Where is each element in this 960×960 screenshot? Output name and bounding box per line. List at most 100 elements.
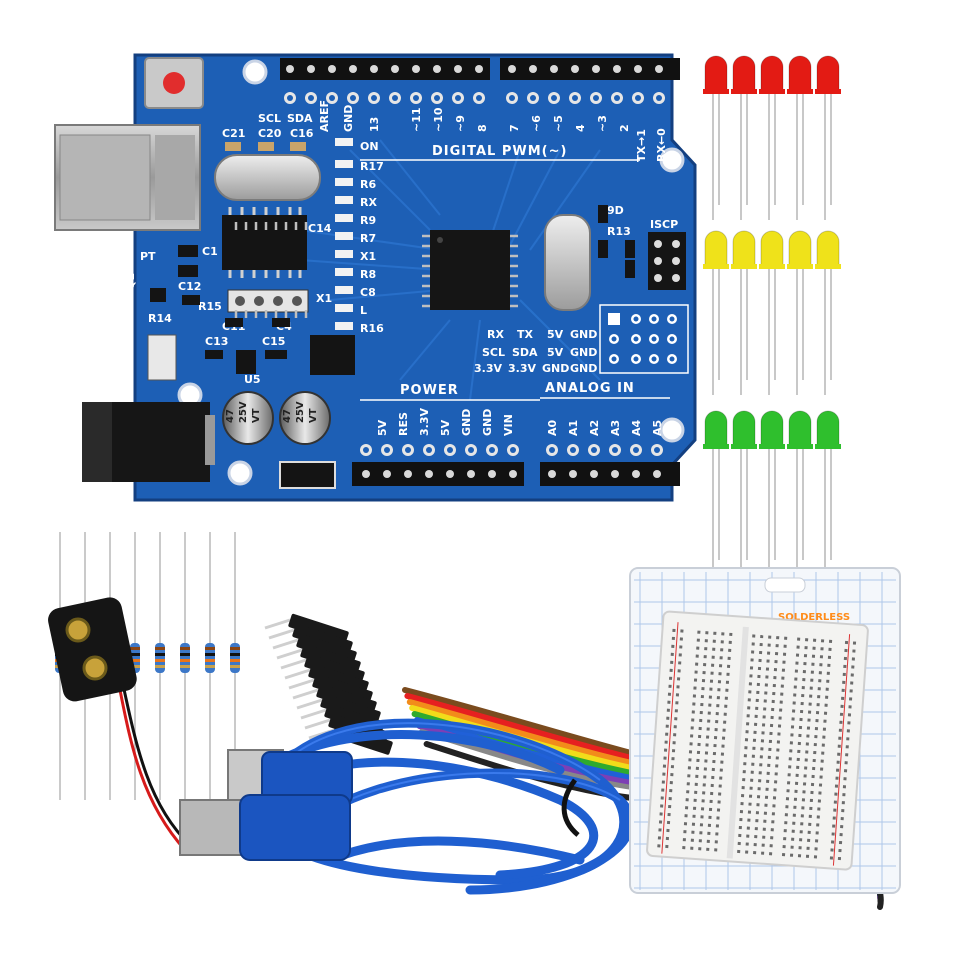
pin-label: SDA (287, 112, 313, 125)
svg-text:ISCP: ISCP (650, 218, 678, 231)
svg-text:A2: A2 (588, 420, 601, 436)
usb-serial-chip (222, 207, 307, 278)
led (759, 410, 785, 575)
breadboard-brand: SOLDERLESS (778, 612, 850, 623)
svg-text:R14: R14 (148, 312, 172, 325)
svg-text:R6: R6 (360, 178, 376, 191)
4-pin-header (227, 289, 309, 313)
pin-label: TX→1 (635, 129, 648, 162)
pin-label: 7 (508, 124, 521, 132)
svg-text:5V: 5V (376, 419, 389, 436)
led (787, 230, 813, 395)
resistor (205, 532, 215, 800)
power-pin-labels: 5V RES 3.3V 5V GND GND VIN (376, 408, 515, 436)
icsp-header: R13 9D ISCP (598, 204, 686, 290)
crystal-oscillator (214, 154, 591, 311)
svg-text:25V: 25V (238, 401, 249, 423)
svg-text:R13: R13 (607, 225, 631, 238)
svg-text:GND: GND (460, 409, 473, 436)
battery-snap (48, 597, 192, 852)
pin-label: RX←0 (655, 128, 668, 162)
pin-label: 13 (368, 117, 381, 132)
svg-text:GND: GND (570, 328, 597, 341)
svg-text:GND: GND (481, 409, 494, 436)
svg-text:SDA: SDA (512, 346, 538, 359)
pin-label: ~11 (410, 107, 423, 132)
svg-text:VT: VT (251, 408, 262, 423)
led (815, 230, 841, 395)
svg-text:TX: TX (517, 328, 534, 341)
digital-pwm-label: DIGITAL PWM(~) (432, 144, 567, 159)
resistor (180, 532, 190, 800)
svg-text:5V: 5V (547, 328, 564, 341)
svg-text:X1: X1 (316, 292, 332, 305)
svg-text:R8: R8 (360, 268, 376, 281)
led (703, 410, 729, 575)
svg-text:3.3V: 3.3V (474, 362, 502, 375)
svg-text:ON: ON (360, 140, 379, 153)
pin-label: 4 (574, 124, 587, 132)
breadboard: SOLDERLESS (629, 567, 901, 894)
led-set (703, 55, 841, 575)
led (815, 410, 841, 575)
svg-text:A5: A5 (651, 420, 664, 436)
pin-label: GND (342, 105, 355, 132)
svg-text:GND: GND (542, 362, 569, 375)
led (731, 55, 757, 220)
svg-text:C1: C1 (202, 245, 218, 258)
svg-text:C13: C13 (205, 335, 228, 348)
svg-text:R16: R16 (360, 322, 384, 335)
svg-text:3.3V: 3.3V (508, 362, 536, 375)
pin-label: 2 (618, 124, 631, 132)
led (787, 55, 813, 220)
svg-text:X1: X1 (360, 250, 376, 263)
top-header-left (280, 58, 490, 80)
svg-text:3.3V: 3.3V (418, 408, 431, 436)
svg-text:GND: GND (570, 362, 597, 375)
svg-text:R9: R9 (360, 214, 376, 227)
svg-text:VT: VT (308, 408, 319, 423)
svg-text:A0: A0 (546, 419, 559, 436)
svg-text:R7: R7 (360, 232, 376, 245)
pin-label: ~10 (432, 107, 445, 132)
status-led-column: ON R17 R6 RX R9 R7 X1 R8 C8 L R16 (335, 138, 384, 335)
pin-label: ~3 (596, 115, 609, 132)
pin-label: AREF (318, 100, 331, 132)
svg-text:U5: U5 (244, 373, 261, 386)
svg-text:RX: RX (360, 196, 377, 209)
top-pin-labels: SCL SDA AREF GND 13 ~11 ~10 ~9 8 7 ~6 ~5… (258, 100, 668, 162)
led (759, 230, 785, 395)
pin-label: SCL (258, 112, 281, 125)
svg-text:C21: C21 (222, 127, 245, 140)
i2c-labels: RX TX 5V GND SCL SDA 5V GND 3.3V 3.3V GN… (474, 328, 597, 375)
reset-button (144, 57, 204, 109)
led (787, 410, 813, 575)
svg-text:C12: C12 (178, 280, 201, 293)
svg-text:RX: RX (487, 328, 504, 341)
svg-text:GND: GND (570, 346, 597, 359)
pin-label: ~6 (530, 115, 543, 132)
svg-text:L: L (360, 304, 367, 317)
svg-text:RES: RES (397, 412, 410, 436)
svg-text:C16: C16 (290, 127, 314, 140)
svg-text:47: 47 (225, 409, 236, 423)
usb-b-connector (54, 124, 201, 231)
svg-text:A3: A3 (609, 420, 622, 436)
svg-text:C20: C20 (258, 127, 282, 140)
svg-text:25V: 25V (295, 401, 306, 423)
svg-text:A1: A1 (567, 420, 580, 436)
svg-text:PT: PT (140, 250, 156, 263)
svg-text:5V: 5V (439, 419, 452, 436)
power-label: POWER (400, 383, 459, 398)
analog-in-label: ANALOG IN (545, 381, 635, 396)
svg-text:A4: A4 (630, 419, 643, 436)
electrolytic-capacitor: 47 25V VT (279, 391, 331, 445)
pin-label: 8 (476, 124, 489, 132)
svg-text:C8: C8 (360, 286, 376, 299)
usb-cable (179, 718, 635, 895)
led (731, 230, 757, 395)
power-header (352, 462, 524, 486)
electrolytic-capacitor: 47 25V VT (222, 391, 274, 445)
resistor (130, 532, 140, 800)
arduino-board: SCL SDA AREF GND 13 ~11 ~10 ~9 8 7 ~6 ~5… (54, 53, 697, 502)
